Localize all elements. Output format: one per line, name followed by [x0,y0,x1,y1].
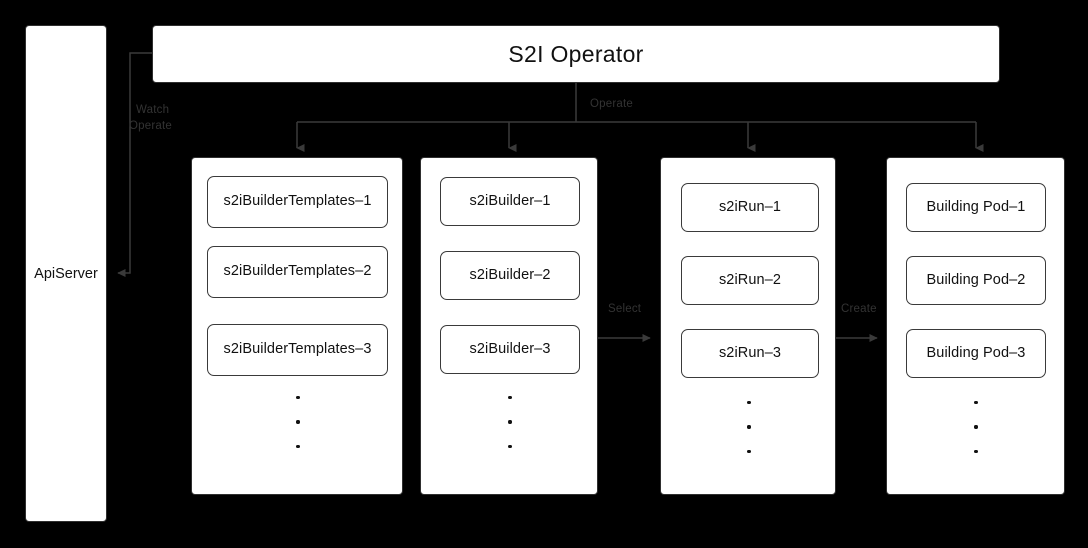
node-box: s2iRun–2 [681,256,819,305]
edge-operate-fanout [296,83,984,153]
node-box: s2iBuilder–3 [440,325,580,374]
apiserver-box: ApiServer [25,25,107,522]
node-box: Building Pod–2 [906,256,1046,305]
column-s2irun: s2iRun–1 s2iRun–2 s2iRun–3 [660,157,836,495]
node-box: Building Pod–1 [906,183,1046,232]
edge-label-operate-left: Operate [129,120,172,132]
s2i-operator-box: S2I Operator [152,25,1000,83]
node-box: s2iRun–1 [681,183,819,232]
node-box: s2iBuilder–2 [440,251,580,300]
ellipsis-dots [742,401,756,454]
edge-label-operate-top: Operate [590,98,633,110]
ellipsis-dots [969,401,983,454]
node-box: s2iBuilderTemplates–2 [207,246,388,298]
column-s2ibuildertemplates: s2iBuilderTemplates–1 s2iBuilderTemplate… [191,157,403,495]
column-building-pod: Building Pod–1 Building Pod–2 Building P… [886,157,1065,495]
node-box: s2iBuilderTemplates–1 [207,176,388,228]
node-box: Building Pod–3 [906,329,1046,378]
edge-label-select: Select [608,303,642,315]
column-s2ibuilder: s2iBuilder–1 s2iBuilder–2 s2iBuilder–3 [420,157,598,495]
page-title: S2I Operator [508,40,644,67]
apiserver-label: ApiServer [34,265,98,282]
node-box: s2iRun–3 [681,329,819,378]
node-box: s2iBuilder–1 [440,177,580,226]
edge-watch-operate [117,52,152,278]
ellipsis-dots [291,396,305,449]
ellipsis-dots [503,396,517,449]
edge-label-create: Create [841,303,877,315]
edge-label-watch: Watch [136,104,170,116]
node-box: s2iBuilderTemplates–3 [207,324,388,376]
